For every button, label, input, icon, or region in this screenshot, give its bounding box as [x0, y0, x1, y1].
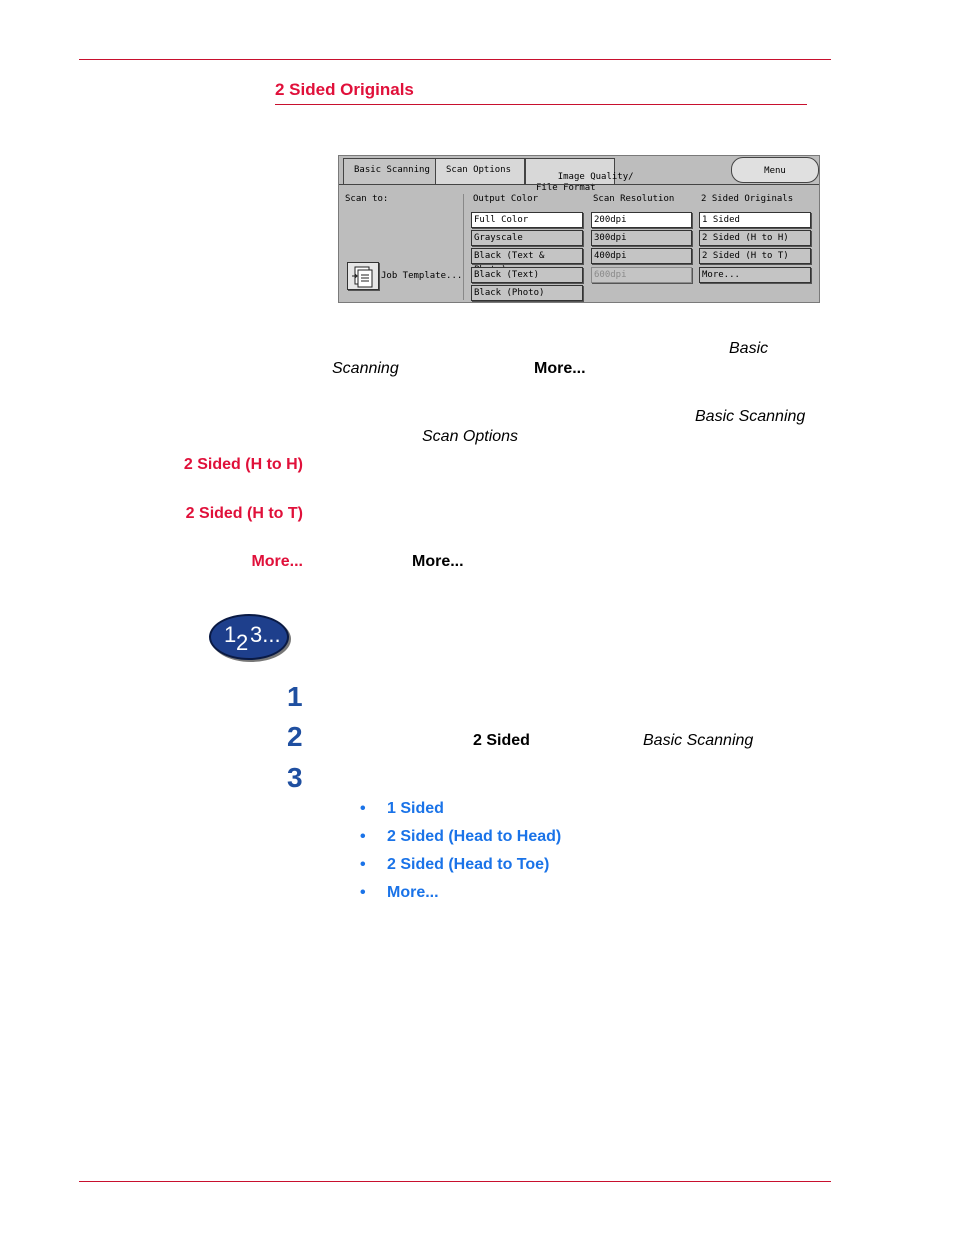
tab-basic-scanning[interactable]: Basic Scanning	[343, 158, 437, 184]
bullet-dot: •	[360, 800, 366, 817]
menu-button[interactable]: Menu	[731, 157, 819, 183]
step-number-3: 3	[287, 762, 303, 793]
bullet-2-sided-head-to-head: 2 Sided (Head to Head)	[387, 828, 562, 845]
bullet-more: More...	[387, 884, 439, 901]
badge-digit-3: 3...	[250, 622, 281, 647]
tab-basic-scanning-label: Basic Scanning	[354, 165, 430, 175]
basic-scanning-text: Basic Scanning	[695, 408, 806, 425]
bottom-rule	[79, 1181, 831, 1182]
badge-digit-2: 2	[236, 630, 249, 655]
option-300dpi[interactable]: 300dpi	[591, 230, 692, 246]
step-2-bold: 2 Sided	[473, 732, 530, 749]
more-bold-text: More...	[534, 360, 586, 377]
badge-digit-1: 1	[224, 622, 237, 647]
tab-image-quality-label: Image Quality/ File Format	[536, 172, 634, 193]
more-inline-text: More...	[412, 553, 464, 570]
bullet-dot: •	[360, 884, 366, 901]
option-full-color[interactable]: Full Color	[471, 212, 583, 228]
option-600dpi: 600dpi	[591, 267, 692, 283]
step-2-italic: Basic Scanning	[643, 732, 754, 749]
job-template-label: Job Template...	[381, 271, 463, 281]
section-title: 2 Sided Originals	[275, 80, 414, 99]
job-template-icon	[352, 266, 373, 288]
bullet-dot: •	[360, 856, 366, 873]
option-more[interactable]: More...	[699, 267, 811, 283]
scan-resolution-header: Scan Resolution	[593, 194, 675, 204]
tab-image-quality[interactable]: Image Quality/ File Format	[525, 158, 634, 193]
term-more: More...	[251, 553, 303, 570]
option-2-sided-h-to-h[interactable]: 2 Sided (H to H)	[699, 230, 811, 246]
option-black-text[interactable]: Black (Text)	[471, 267, 583, 283]
scan-panel-screenshot: Basic Scanning Scan Options Image Qualit…	[338, 155, 820, 303]
option-1-sided[interactable]: 1 Sided	[699, 212, 811, 228]
option-400dpi[interactable]: 400dpi	[591, 248, 692, 264]
tab-scan-options[interactable]: Scan Options	[435, 158, 525, 184]
bullet-1-sided: 1 Sided	[387, 800, 444, 817]
term-2-sided-h-to-h: 2 Sided (H to H)	[183, 456, 303, 473]
basic-text: Basic	[729, 340, 769, 357]
tab-divider	[339, 184, 819, 185]
option-200dpi[interactable]: 200dpi	[591, 212, 692, 228]
job-template-button[interactable]	[347, 262, 379, 290]
top-rule	[79, 59, 831, 60]
scanning-text: Scanning	[332, 360, 399, 377]
step-number-1: 1	[287, 681, 303, 712]
option-black-text-photo[interactable]: Black (Text & Photo)	[471, 248, 583, 275]
output-color-header: Output Color	[473, 194, 539, 204]
option-grayscale[interactable]: Grayscale	[471, 230, 583, 246]
scan-options-text: Scan Options	[422, 428, 519, 445]
two-sided-originals-header: 2 Sided Originals	[701, 194, 794, 204]
menu-button-label: Menu	[764, 166, 786, 176]
option-2-sided-h-to-t[interactable]: 2 Sided (H to T)	[699, 248, 811, 264]
bullet-2-sided-head-to-toe: 2 Sided (Head to Toe)	[387, 856, 550, 873]
step-number-2: 2	[287, 721, 303, 752]
scan-to-label: Scan to:	[345, 194, 389, 204]
term-2-sided-h-to-t: 2 Sided (H to T)	[185, 505, 303, 522]
option-black-photo[interactable]: Black (Photo)	[471, 285, 583, 301]
procedure-badge-icon: 1 2 3...	[209, 614, 289, 660]
column-separator	[463, 194, 464, 300]
bullet-dot: •	[360, 828, 366, 845]
section-title-underline	[275, 104, 807, 105]
tab-scan-options-label: Scan Options	[446, 165, 512, 175]
